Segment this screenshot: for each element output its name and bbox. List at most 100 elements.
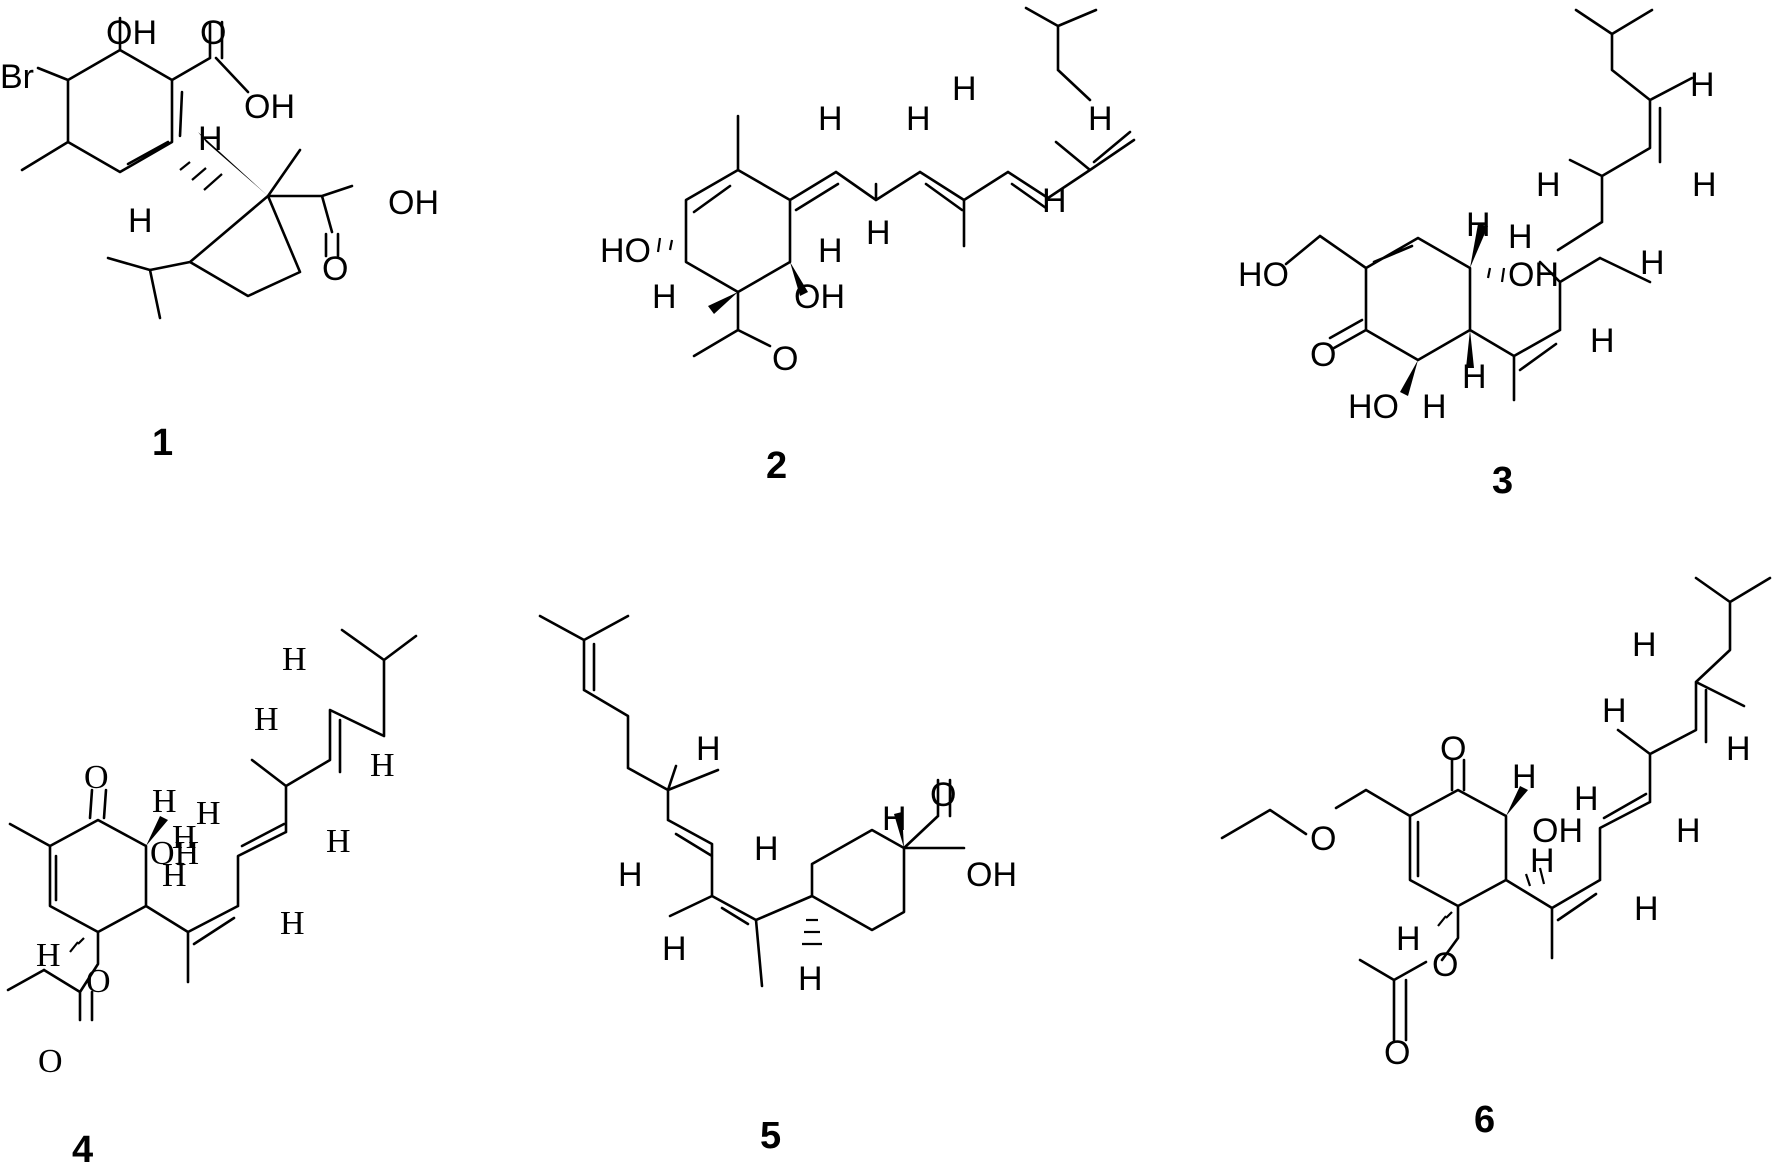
compound-3-atom-oh: OH xyxy=(1508,256,1559,294)
compound-1-atom-h-2: H xyxy=(128,202,153,240)
compound-3-atom-ho-2: HO xyxy=(1348,388,1399,426)
compound-2-atom-h-6: H xyxy=(952,70,977,108)
compound-2-atom-h: H xyxy=(652,278,677,316)
compound-6-atom-h-5: H xyxy=(1634,890,1659,928)
compound-4-structure: O H OH H H H H O O H H H H H 4 xyxy=(6,628,418,1167)
compound-6-number: 6 xyxy=(1474,1099,1495,1141)
compound-2-structure: HO H H OH O H H H H H H 2 xyxy=(600,6,1136,487)
compound-1-atom-br: Br xyxy=(0,58,34,96)
compound-6-wedge-bond xyxy=(1506,786,1528,816)
compound-5-wedge-bond xyxy=(894,812,904,848)
compound-3-atom-o: O xyxy=(1310,336,1336,374)
compound-6-atom-h-2: H xyxy=(1530,842,1555,880)
compound-3-atom-h-4: H xyxy=(1508,218,1533,256)
compound-1-wedge-bond xyxy=(198,132,268,196)
compound-4-atom-h-4: H xyxy=(162,857,187,894)
compound-3-atom-h-2: H xyxy=(1462,358,1487,396)
compound-4-atom-h-9: H xyxy=(254,701,279,738)
compound-3-wedge-bond-1 xyxy=(1470,224,1488,268)
compound-6-atom-h-4: H xyxy=(1396,920,1421,958)
compound-4-atom-h-10: H xyxy=(282,641,307,678)
compound-6-atom-h-7: H xyxy=(1726,730,1751,768)
compound-4-atom-h-6: H xyxy=(280,905,305,942)
compound-4-atom-o-2: O xyxy=(86,963,111,1000)
compound-1-atom-o-2: O xyxy=(322,250,348,288)
compound-6-atom-o-3: O xyxy=(1432,946,1458,984)
compound-5-number: 5 xyxy=(760,1115,781,1157)
compound-2-wedge-bond-2 xyxy=(790,262,808,296)
compound-4-atom-h-8: H xyxy=(370,747,395,784)
compound-2-atom-h-7: H xyxy=(1088,100,1113,138)
compound-4-wedge-bond xyxy=(146,816,168,846)
compound-5-atom-h-6: H xyxy=(882,800,907,838)
compound-3-atom-h-5: H xyxy=(1640,244,1665,282)
compound-5-atom-h: H xyxy=(696,730,721,768)
compound-3-structure: HO O HO H H H OH H H H H H H 3 xyxy=(1238,8,1717,502)
compound-2-atom-h-2: H xyxy=(818,232,843,270)
compound-2-atom-h-3: H xyxy=(818,100,843,138)
compound-6-atom-oh: OH xyxy=(1532,812,1583,850)
compound-2-number: 2 xyxy=(766,445,787,487)
compound-2-atom-h-8: H xyxy=(1042,182,1067,220)
compound-3-number: 3 xyxy=(1492,460,1513,502)
compound-1-number: 1 xyxy=(152,422,173,464)
compound-5-atom-h-3: H xyxy=(618,856,643,894)
compound-3-bonds xyxy=(1284,8,1694,402)
compound-3-wedge-bond-2 xyxy=(1400,360,1418,396)
compound-2-atom-o: O xyxy=(772,340,798,378)
compound-2-bonds xyxy=(684,6,1136,358)
compound-4-hash-bond xyxy=(69,937,85,953)
compound-6-bonds xyxy=(1220,576,1772,1042)
compound-5-atom-o: O xyxy=(930,776,956,814)
compound-4-atom-h-3: H xyxy=(196,795,221,832)
compound-4-atom-h-7: H xyxy=(326,823,351,860)
compound-3-atom-h-3: H xyxy=(1466,206,1491,244)
compound-5-structure: H H H H H H O OH 5 xyxy=(538,614,1017,1157)
compound-3-atom-h-8: H xyxy=(1692,166,1717,204)
compound-2-wedge-bond-1 xyxy=(708,292,738,314)
compound-6-atom-o: O xyxy=(1440,730,1466,768)
compound-2-atom-ho: HO xyxy=(600,232,651,270)
compound-6-atom-h-8: H xyxy=(1602,692,1627,730)
compound-4-atom-o-3: O xyxy=(38,1043,63,1080)
compound-3-atom-h: H xyxy=(1422,388,1447,426)
compound-4-bonds xyxy=(6,628,418,1022)
compound-4-atom-h-5: H xyxy=(36,937,61,974)
compound-3-wedge-bond-3 xyxy=(1466,330,1474,368)
compound-4-atom-oh: OH xyxy=(150,835,199,872)
compound-6-structure: O O H OH H H H O O H H H H H 6 xyxy=(1220,576,1772,1141)
compound-2-atom-h-4: H xyxy=(866,214,891,252)
compound-5-atom-oh: OH xyxy=(966,856,1017,894)
compound-3-atom-ho: HO xyxy=(1238,256,1289,294)
compound-2-atom-oh: OH xyxy=(794,278,845,316)
compound-6-atom-o-4: O xyxy=(1384,1034,1410,1072)
compound-5-atom-h-5: H xyxy=(798,960,823,998)
compound-4-atom-h: H xyxy=(152,783,177,820)
compound-5-atom-h-2: H xyxy=(754,830,779,868)
compound-1-bonds xyxy=(20,16,354,320)
compound-3-hash-bond xyxy=(1486,267,1506,283)
compound-6-atom-o-2: O xyxy=(1310,820,1336,858)
compound-3-atom-h-9: H xyxy=(1690,66,1715,104)
compound-1-hash-bond xyxy=(179,161,223,191)
compound-3-atom-h-6: H xyxy=(1590,322,1615,360)
compound-5-bonds xyxy=(538,614,966,988)
compound-2-atom-h-5: H xyxy=(906,100,931,138)
compound-1-atom-o: O xyxy=(200,14,226,52)
compound-5-hash-bond xyxy=(802,918,822,946)
compound-3-atom-h-7: H xyxy=(1536,166,1561,204)
compound-6-hash-bond xyxy=(1437,867,1546,927)
compound-1-atom-oh: OH xyxy=(106,14,157,52)
compound-4-number: 4 xyxy=(72,1129,93,1167)
compound-1-atom-oh-2: OH xyxy=(388,184,439,222)
compound-1-atom-h: H xyxy=(198,120,223,158)
compound-6-atom-h-3: H xyxy=(1574,780,1599,818)
compound-1-atom-oh-acid: OH xyxy=(244,88,295,126)
compound-2-hash-bond xyxy=(656,237,674,253)
compound-1-structure: OH Br O OH H H OH O 1 xyxy=(0,14,439,464)
compound-6-atom-h-9: H xyxy=(1632,626,1657,664)
compound-6-atom-h-6: H xyxy=(1676,812,1701,850)
compound-4-atom-h-2: H xyxy=(172,819,197,856)
compound-6-atom-h: H xyxy=(1512,758,1537,796)
